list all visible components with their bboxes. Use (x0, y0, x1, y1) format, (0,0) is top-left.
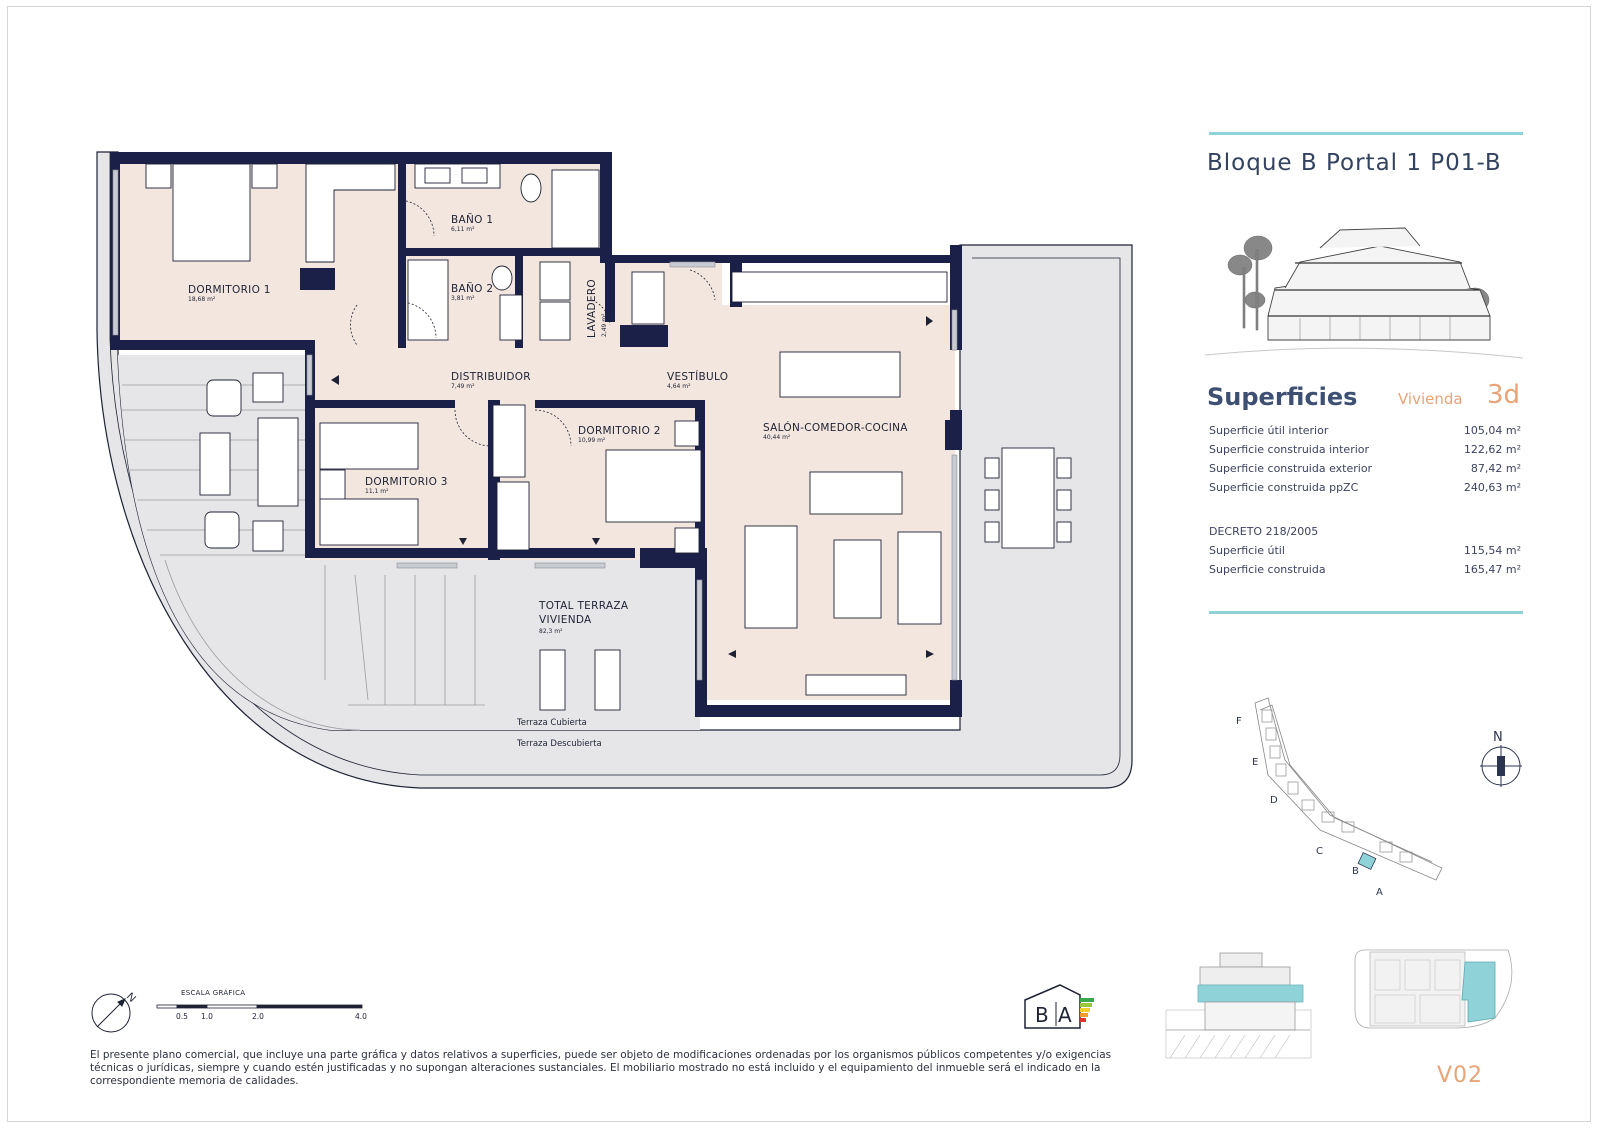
scale-title: ESCALA GRÁFICA (181, 989, 246, 997)
terrace-edge-line (109, 152, 1121, 776)
windows (112, 169, 958, 681)
area-row: Superficie útil interior 105,04 m² (1209, 424, 1521, 437)
area-lavadero: 2,49 m² (601, 313, 608, 337)
area-dormitorio-2: 10,99 m² (578, 437, 606, 444)
area-bano-1: 6,11 m² (451, 226, 475, 233)
area-row-value: 240,63 m² (1463, 481, 1521, 494)
label-terraza-total-2: VIVIENDA (539, 614, 592, 626)
label-terraza-descubierta: Terraza Descubierta (516, 739, 602, 749)
block-letter-a: A (1376, 887, 1383, 898)
area-row-value: 122,62 m² (1463, 443, 1521, 456)
area-dormitorio-1: 18,68 m² (188, 296, 216, 303)
terrace-covered-line (164, 559, 361, 731)
energy-label-icon: B A (1024, 984, 1094, 1029)
label-bano-1: BAÑO 1 (451, 213, 493, 226)
area-row: Superficie construida interior 122,62 m² (1209, 443, 1521, 456)
area-terraza-total: 82,3 m² (539, 628, 563, 635)
area-row: Superficie construida exterior 87,42 m² (1209, 462, 1521, 475)
area-salon: 40,44 m² (763, 434, 791, 441)
decreto-row-value: 165,47 m² (1463, 563, 1521, 576)
bed-dormitorio-1 (172, 163, 251, 262)
area-row: Superficie construida ppZC 240,63 m² (1209, 481, 1521, 494)
scale-tick: 1.0 (201, 1012, 213, 1021)
label-salon: SALÓN-COMEDOR-COCINA (763, 421, 908, 434)
decreto-row-value: 115,54 m² (1463, 544, 1521, 557)
decreto-row: Superficie útil 115,54 m² (1209, 544, 1521, 557)
site-north-arrow (1480, 745, 1522, 787)
vivienda-label: Vivienda (1398, 390, 1463, 408)
block-letter-f: F (1236, 716, 1242, 727)
page-title: Bloque B Portal 1 P01-B (1207, 150, 1502, 176)
scale-tick: 4.0 (355, 1012, 367, 1021)
area-row-label: Superficie construida exterior (1209, 462, 1373, 475)
label-dormitorio-2: DORMITORIO 2 (578, 425, 661, 437)
decreto-row: Superficie construida 165,47 m² (1209, 563, 1521, 576)
energy-letter-right: A (1058, 1003, 1072, 1027)
label-bano-2: BAÑO 2 (451, 282, 493, 295)
label-dormitorio-3: DORMITORIO 3 (365, 476, 448, 488)
legal-disclaimer: El presente plano comercial, que incluye… (90, 1049, 1112, 1087)
decreto-title: DECRETO 218/2005 (1209, 525, 1319, 538)
scale-tick: 0.5 (176, 1012, 188, 1021)
label-vestibulo: VESTÍBULO (667, 370, 728, 383)
block-letter-b: B (1352, 866, 1359, 877)
energy-letter-left: B (1035, 1003, 1049, 1027)
scale-tick: 2.0 (252, 1012, 264, 1021)
area-row-value: 87,42 m² (1470, 462, 1521, 475)
room-labels: DORMITORIO 1 18,68 m² BAÑO 1 6,11 m² BAÑ… (188, 213, 908, 749)
vivienda-value: 3d (1487, 380, 1521, 410)
building-illustration (1204, 218, 1524, 368)
nightstand-left (145, 163, 172, 189)
area-distribuidor: 7,49 m² (451, 383, 475, 390)
area-dormitorio-3: 11,1 m² (365, 488, 389, 495)
svg-text:N: N (124, 991, 138, 1005)
superficies-title: Superficies (1207, 383, 1358, 411)
north-arrow-plan: N (91, 991, 138, 1033)
top-accent-rule (1209, 132, 1523, 135)
area-row-label: Superficie construida interior (1209, 443, 1370, 456)
nightstand-right (251, 163, 278, 189)
site-north-label: N (1493, 730, 1503, 745)
section-diagram (1165, 952, 1312, 1059)
decreto-row-label: Superficie útil (1209, 544, 1285, 557)
bottom-accent-rule (1209, 611, 1523, 614)
furniture (145, 163, 1072, 711)
label-distribuidor: DISTRIBUIDOR (451, 371, 531, 383)
label-terraza-cubierta: Terraza Cubierta (516, 718, 587, 728)
door-swings (350, 199, 716, 447)
page-frame (7, 6, 1591, 1122)
scale-bar (156, 1004, 363, 1009)
wardrobe-dormitorio-1 (305, 163, 396, 263)
arrows (331, 316, 934, 658)
walls (110, 152, 962, 717)
block-letter-c: C (1316, 846, 1323, 857)
block-letter-e: E (1252, 757, 1259, 768)
area-row-label: Superficie construida ppZC (1209, 481, 1359, 494)
site-plan-map (1254, 697, 1443, 881)
area-bano-2: 3,81 m² (451, 295, 475, 302)
block-letter-d: D (1270, 795, 1278, 806)
floor-key-plan (1354, 949, 1513, 1029)
label-dormitorio-1: DORMITORIO 1 (188, 284, 271, 296)
label-lavadero: LAVADERO (586, 279, 598, 338)
area-row-value: 105,04 m² (1463, 424, 1521, 437)
decreto-row-label: Superficie construida (1209, 563, 1326, 576)
version-label: V02 (1437, 1063, 1484, 1088)
area-vestibulo: 4,64 m² (667, 383, 691, 390)
area-row-label: Superficie útil interior (1209, 424, 1329, 437)
label-terraza-total-1: TOTAL TERRAZA (538, 600, 629, 612)
